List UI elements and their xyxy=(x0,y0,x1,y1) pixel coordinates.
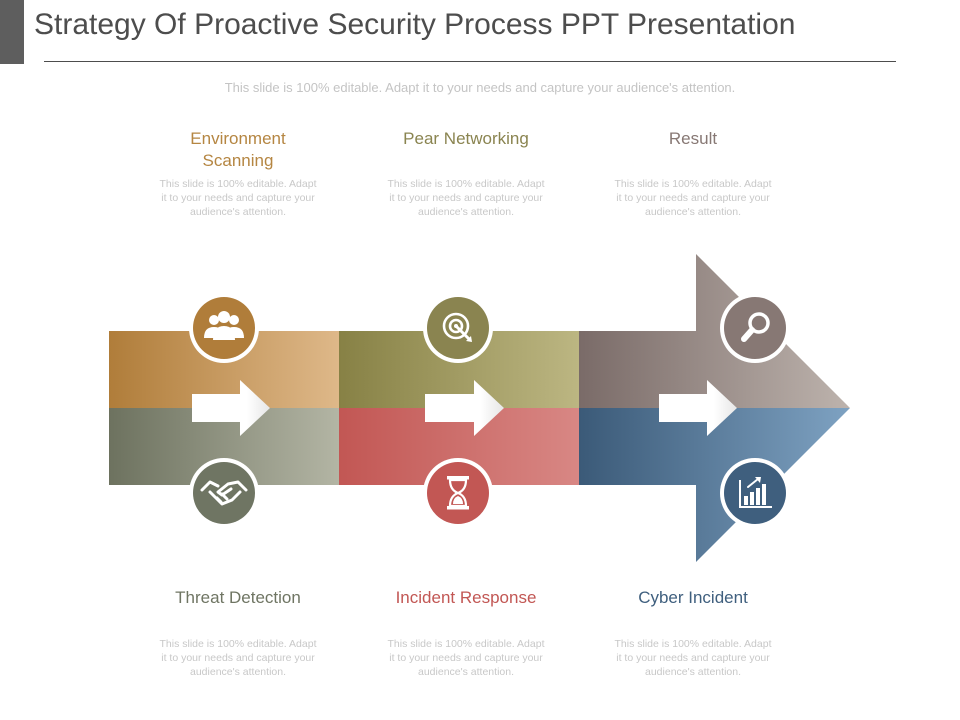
growth-chart-icon xyxy=(720,458,790,528)
segment-result xyxy=(579,254,850,408)
label-result: Result xyxy=(668,129,718,148)
title-accent-bar xyxy=(0,0,24,64)
desc-threat-detection: This slide is 100% editable. Adapt it to… xyxy=(159,638,317,678)
subtitle: This slide is 100% editable. Adapt it to… xyxy=(224,80,736,95)
label-incident-response: Incident Response xyxy=(395,588,537,607)
direction-arrow-2 xyxy=(425,380,504,436)
desc-incident-response: This slide is 100% editable. Adapt it to… xyxy=(387,638,545,678)
handshake-icon xyxy=(189,458,259,528)
title-divider xyxy=(44,61,896,62)
label-environment-scanning: Environment Scanning xyxy=(190,129,286,170)
desc-environment-scanning: This slide is 100% editable. Adapt it to… xyxy=(159,178,317,218)
page-title: Strategy Of Proactive Security Process P… xyxy=(34,8,796,41)
desc-cyber-incident: This slide is 100% editable. Adapt it to… xyxy=(614,638,772,678)
hourglass-icon xyxy=(423,458,493,528)
magnifier-icon xyxy=(720,293,790,363)
target-icon xyxy=(423,293,493,363)
segment-cyber-incident xyxy=(579,408,850,562)
label-pear-networking: Pear Networking xyxy=(403,129,529,148)
label-cyber-incident: Cyber Incident xyxy=(638,588,748,607)
label-threat-detection: Threat Detection xyxy=(175,588,301,607)
direction-arrow-3 xyxy=(659,380,737,436)
direction-arrow-1 xyxy=(192,380,270,436)
desc-pear-networking: This slide is 100% editable. Adapt it to… xyxy=(387,178,545,218)
people-icon xyxy=(189,293,259,363)
desc-result: This slide is 100% editable. Adapt it to… xyxy=(614,178,772,218)
